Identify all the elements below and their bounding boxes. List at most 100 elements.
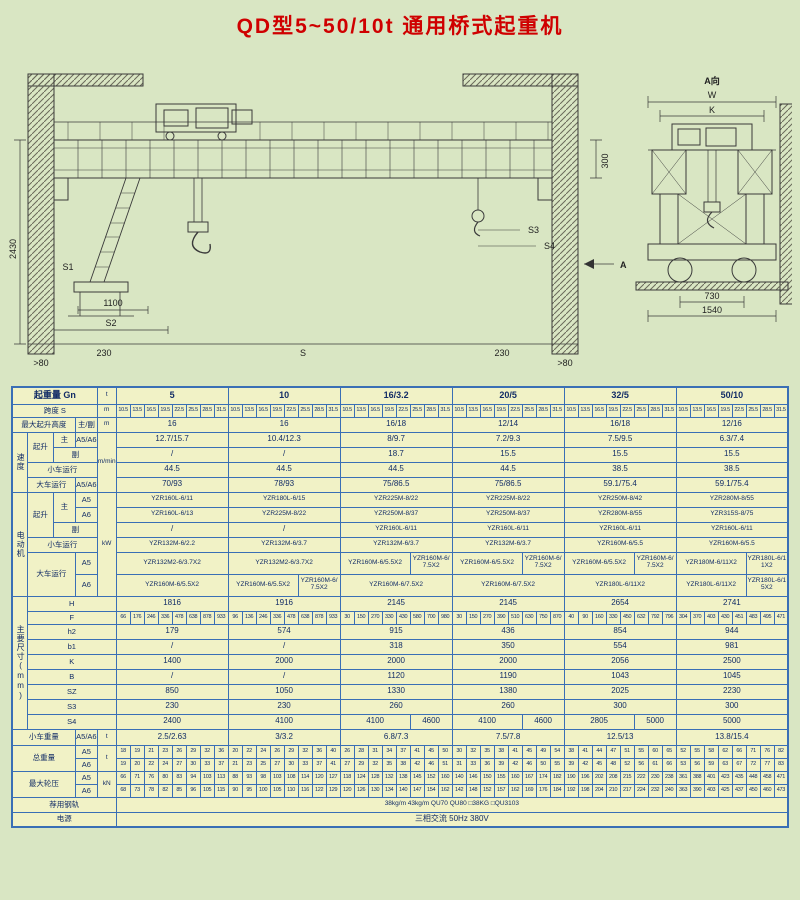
- table-cell: h2: [26, 623, 117, 640]
- table-cell: 1916: [227, 595, 341, 612]
- table-cell: 1330: [339, 683, 453, 700]
- table-cell: 370: [689, 610, 705, 625]
- dimension-lines: [14, 139, 614, 350]
- table-cell: 76: [143, 770, 159, 785]
- table-cell: A5/A6: [74, 431, 98, 448]
- table-cell: 471: [773, 770, 789, 785]
- table-cell: 13.5: [353, 403, 369, 418]
- table-cell: 22.5: [171, 403, 187, 418]
- table-cell: 217: [619, 783, 635, 798]
- table-cell: 401: [703, 770, 719, 785]
- table-cell: 15.5: [675, 446, 789, 463]
- table-cell: 7.5/7.8: [451, 728, 565, 746]
- table-cell: 363: [675, 783, 691, 798]
- table-cell: 4100: [339, 713, 411, 730]
- table-cell: 160: [591, 610, 607, 625]
- table-cell: 145: [409, 770, 425, 785]
- table-cell: YZR250M-8/37: [339, 506, 453, 523]
- table-cell: 430: [717, 610, 733, 625]
- table-cell: 13.5: [241, 403, 257, 418]
- table-cell: 71: [129, 770, 145, 785]
- table-cell: SZ: [26, 683, 117, 700]
- table-cell: 80: [157, 770, 173, 785]
- page-title: QD型5~50/10t 通用桥式起重机: [236, 15, 564, 38]
- table-cell: 38.5: [675, 461, 789, 478]
- table-cell: 451: [731, 610, 747, 625]
- table-cell: 34: [381, 744, 397, 759]
- table-cell: 66: [115, 610, 131, 625]
- table-cell: 21: [143, 744, 159, 759]
- table-cell: 50: [437, 744, 453, 759]
- table-cell: 120: [339, 783, 355, 798]
- table-cell: m: [96, 403, 117, 418]
- table-cell: 41: [409, 744, 425, 759]
- table-cell: 140: [395, 783, 411, 798]
- table-cell: 5: [115, 386, 229, 405]
- table-cell: YZR160M-6/7.5X2: [633, 551, 677, 575]
- table-cell: 915: [339, 623, 453, 640]
- access-ladder: [68, 177, 141, 317]
- table-cell: 66: [661, 757, 677, 772]
- table-cell: 10.5: [563, 403, 579, 418]
- dim-label-80-left: >80: [33, 358, 48, 368]
- table-cell: 162: [507, 783, 523, 798]
- table-cell: 32: [367, 757, 383, 772]
- table-cell: 63: [717, 757, 733, 772]
- table-cell: 22.5: [507, 403, 523, 418]
- table-cell: 28.5: [535, 403, 551, 418]
- table-cell: 554: [563, 638, 677, 655]
- table-cell: 478: [171, 610, 187, 625]
- table-cell: 2000: [451, 653, 565, 670]
- table-cell: 12.7/15.7: [115, 431, 229, 448]
- table-cell: 944: [675, 623, 789, 640]
- table-cell: 主/副: [74, 416, 98, 433]
- table-cell: YZR132M2-6/3.7X2: [115, 551, 229, 575]
- table-cell: 主: [52, 431, 76, 448]
- table-cell: 222: [633, 770, 649, 785]
- table-cell: 132: [381, 770, 397, 785]
- table-cell: 85: [171, 783, 187, 798]
- table-cell: m/min: [96, 431, 117, 493]
- table-cell: 478: [283, 610, 299, 625]
- table-cell: 41: [577, 744, 593, 759]
- table-cell: 2230: [675, 683, 789, 700]
- side-wall-hatch: [779, 103, 792, 305]
- table-cell: YZR160L-6/11: [675, 521, 789, 538]
- table-cell: 118: [339, 770, 355, 785]
- table-cell: 202: [591, 770, 607, 785]
- table-cell: 98: [255, 770, 271, 785]
- table-cell: 870: [549, 610, 565, 625]
- table-cell: 120: [311, 770, 327, 785]
- table-cell: 350: [451, 638, 565, 655]
- table-cell: 4100: [451, 713, 523, 730]
- table-cell: 13.5: [689, 403, 705, 418]
- table-cell: 33: [199, 757, 215, 772]
- table-cell: 33: [297, 757, 313, 772]
- dim-label-230-left: 230: [96, 348, 111, 358]
- table-cell: YZR160M-6/7.5X2: [451, 573, 565, 597]
- table-cell: 35: [381, 757, 397, 772]
- table-cell: 27: [339, 757, 355, 772]
- table-cell: /: [115, 638, 229, 655]
- table-cell: 37: [213, 757, 229, 772]
- end-carriage-leg-right: [745, 193, 765, 245]
- table-cell: 36: [479, 757, 495, 772]
- table-cell: 16.5: [255, 403, 271, 418]
- table-cell: 230: [647, 770, 663, 785]
- dim-label-s1: S1: [62, 262, 73, 272]
- table-cell: 113: [213, 770, 229, 785]
- table-cell: 430: [395, 610, 411, 625]
- table-cell: 22: [143, 757, 159, 772]
- table-cell: 50/10: [675, 386, 789, 405]
- table-cell: 471: [773, 610, 789, 625]
- table-cell: 127: [325, 770, 341, 785]
- table-cell: 71: [745, 744, 761, 759]
- table-cell: A5: [74, 744, 98, 759]
- table-cell: 7.2/9.3: [451, 431, 565, 448]
- table-cell: 26: [269, 744, 285, 759]
- table-cell: 33: [465, 757, 481, 772]
- table-cell: 12.5/13: [563, 728, 677, 746]
- table-cell: 44.5: [115, 461, 229, 478]
- table-cell: YZR180L-6/11X2: [745, 551, 789, 575]
